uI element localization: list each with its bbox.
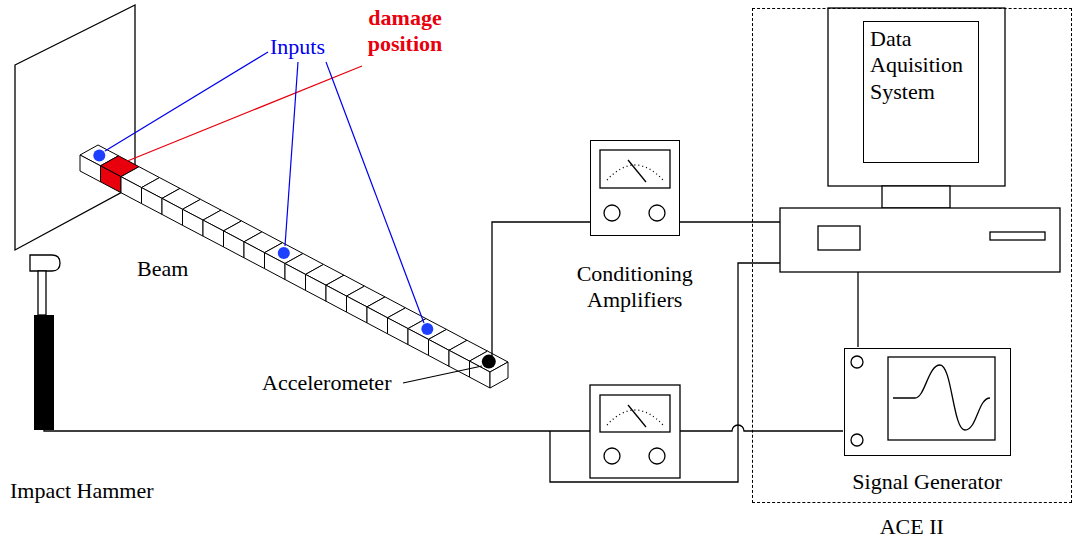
input-dot xyxy=(278,247,290,259)
beam-segment xyxy=(101,166,122,193)
impact-hammer xyxy=(30,255,60,430)
amplifier-meter xyxy=(649,448,665,464)
beam-segment xyxy=(203,220,224,247)
beam-segment xyxy=(285,264,306,291)
device-caption: Conditioning Amplifiers xyxy=(555,261,715,314)
amplifier-box: Conditioning Amplifiers xyxy=(590,140,680,236)
beam-segment xyxy=(347,296,368,323)
part-label: Beam xyxy=(137,256,217,282)
amplifier-meter xyxy=(600,395,670,432)
part-label: Accelerometer xyxy=(262,370,412,396)
amplifier-meter xyxy=(607,410,663,425)
beam-segment xyxy=(224,231,245,258)
screen-text: Data Aquisition System xyxy=(870,26,972,105)
impact-hammer xyxy=(30,255,60,271)
amplifier-meter xyxy=(590,385,680,478)
signal-generator-box: Signal Generator xyxy=(844,348,1011,456)
input-dot xyxy=(93,149,105,161)
computer xyxy=(828,8,1005,186)
leader-line xyxy=(285,62,298,246)
beam-segment xyxy=(121,177,142,204)
amplifier-meter xyxy=(604,448,620,464)
amplifier-meter xyxy=(604,205,620,221)
computer xyxy=(780,208,1060,272)
inputs-label: Inputs xyxy=(270,34,350,60)
device-caption: Signal Generator xyxy=(827,469,1027,495)
wall xyxy=(15,5,135,250)
signal-generator xyxy=(888,357,995,440)
wire xyxy=(44,430,590,431)
beam-segment xyxy=(388,318,409,345)
amplifier-meter xyxy=(590,150,680,478)
wall xyxy=(15,5,135,250)
damage-label: damage position xyxy=(355,5,455,58)
leader-line xyxy=(125,66,362,162)
beam-segment xyxy=(142,188,163,215)
beam xyxy=(80,145,508,388)
computer xyxy=(990,232,1045,240)
leader-line xyxy=(326,62,424,323)
beam-segment xyxy=(306,274,327,301)
input-dot xyxy=(421,323,433,335)
leader-line xyxy=(403,366,482,383)
wire xyxy=(680,221,780,222)
sensor-dot xyxy=(93,149,496,368)
amplifier-meter xyxy=(600,150,670,188)
wire xyxy=(680,425,843,431)
part-label: Impact Hammer xyxy=(10,478,180,504)
signal-generator xyxy=(851,356,995,446)
wire xyxy=(492,222,590,360)
beam-segment xyxy=(326,285,347,312)
computer xyxy=(780,8,1060,272)
impact-hammer xyxy=(34,315,54,430)
computer xyxy=(882,186,950,208)
monitor-screen: Data Aquisition System xyxy=(863,21,979,163)
accelerometer-dot xyxy=(482,355,496,369)
amplifier-meter xyxy=(628,160,646,182)
leader-line xyxy=(105,52,482,383)
signal-generator xyxy=(893,365,990,430)
amplifier-meter xyxy=(649,205,665,221)
dashed-enclosure: ACE IIData Aquisition SystemSignal Gener… xyxy=(752,8,1072,503)
beam-segment xyxy=(367,307,388,334)
impact-hammer xyxy=(38,271,46,315)
wire xyxy=(44,222,858,482)
signal-generator xyxy=(851,434,863,446)
amplifier-meter xyxy=(607,165,663,180)
beam-segment xyxy=(183,209,204,236)
beam-segment xyxy=(162,198,183,225)
device-caption: ACE II xyxy=(752,514,1072,540)
wire xyxy=(857,272,858,347)
computer xyxy=(818,226,860,250)
leader-line xyxy=(105,52,268,151)
signal-generator xyxy=(851,356,863,368)
amplifier-meter xyxy=(628,405,646,427)
beam-segment xyxy=(449,350,470,377)
beam-segment xyxy=(244,242,265,269)
beam-segment xyxy=(429,339,450,366)
